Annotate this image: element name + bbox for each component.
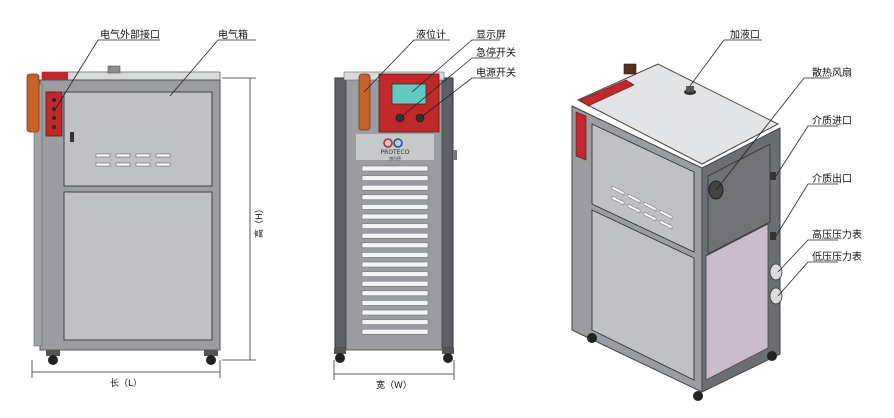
brand-logo-mark xyxy=(383,138,403,148)
iso-casters xyxy=(587,333,777,401)
front-lower-panel xyxy=(63,191,213,341)
front-electrical-box xyxy=(63,91,213,187)
label-fill-port: 加液口 xyxy=(730,28,760,41)
front-vent-slots xyxy=(95,153,171,167)
iso-high-pressure-gauge xyxy=(769,263,783,281)
iso-electrical-port xyxy=(575,111,587,161)
grille-slat xyxy=(361,242,429,249)
dim-label-width: 宽（W） xyxy=(376,379,412,391)
label-medium-outlet: 介质出口 xyxy=(812,172,852,185)
leader-electrical-box xyxy=(169,39,256,97)
grille-slat xyxy=(361,309,429,316)
leader-medium-inlet xyxy=(775,125,838,177)
grille-slat xyxy=(361,175,429,181)
leader-medium-outlet xyxy=(775,183,838,237)
label-electrical-box: 电气箱 xyxy=(218,28,248,41)
leader-high-pressure xyxy=(777,239,838,273)
iso-lower-panel xyxy=(591,209,695,381)
iso-electrical-box xyxy=(591,123,695,253)
iso-low-pressure-gauge xyxy=(769,287,783,305)
grille-slat xyxy=(361,261,429,268)
side-logo-area xyxy=(356,134,434,160)
iso-lavender-panel xyxy=(705,223,769,381)
brand-logo-subtext: 博尔德 xyxy=(389,155,401,161)
iso-fill-port-neck xyxy=(686,86,694,92)
grille-slat xyxy=(361,223,429,229)
dim-label-height: 高（H） xyxy=(253,204,265,238)
iso-top xyxy=(576,63,780,165)
iso-medium-outlet xyxy=(770,232,776,240)
label-medium-inlet: 介质进口 xyxy=(812,115,852,127)
grille-slat xyxy=(361,204,429,210)
leader-emergency-stop xyxy=(399,57,500,119)
side-casters xyxy=(334,348,454,363)
dim-label-length: 长（L） xyxy=(110,377,142,389)
label-power-switch: 电源开关 xyxy=(476,66,516,79)
front-port-hole-3 xyxy=(52,116,56,120)
leader-low-pressure xyxy=(777,261,838,297)
grille-slat xyxy=(361,319,429,325)
side-vent-grille xyxy=(361,165,429,335)
label-low-pressure-gauge: 低压压力表 xyxy=(812,250,862,263)
front-box-handle xyxy=(70,132,74,142)
label-level-gauge: 液位计 xyxy=(416,28,446,41)
leader-power-switch xyxy=(419,77,500,119)
label-emergency-stop: 急停开关 xyxy=(476,46,516,59)
iso-medium-inlet xyxy=(770,172,776,180)
grille-slat xyxy=(361,328,429,335)
iso-vent-slots xyxy=(611,185,673,230)
front-port-hole-1 xyxy=(52,98,56,102)
grille-slat xyxy=(361,280,429,287)
leader-fill-port xyxy=(689,39,762,87)
side-knob xyxy=(453,150,457,160)
grille-slat xyxy=(361,165,429,172)
leader-cooling-fan xyxy=(715,77,830,191)
grille-slat xyxy=(361,184,429,191)
leader-electrical-port xyxy=(55,39,160,109)
front-fill-cap xyxy=(107,65,121,74)
grille-slat xyxy=(361,213,429,220)
iso-top-red-strip xyxy=(579,79,635,107)
grille-slat xyxy=(361,271,429,277)
grille-slat xyxy=(361,194,429,201)
label-cooling-fan: 散热风扇 xyxy=(812,66,852,79)
grille-slat xyxy=(361,232,429,239)
iso-top-knob xyxy=(623,63,637,75)
front-casters xyxy=(46,350,218,365)
front-port-hole-4 xyxy=(52,125,56,129)
front-orange-gauge xyxy=(26,73,40,133)
label-high-pressure-gauge: 高压压力表 xyxy=(812,228,862,241)
side-view: PROTECO 博尔德 xyxy=(333,39,500,380)
grille-slat xyxy=(361,290,429,297)
front-top-red xyxy=(42,72,68,82)
grille-slat xyxy=(361,252,429,258)
front-electrical-port xyxy=(45,91,63,137)
side-level-gauge xyxy=(358,73,371,131)
label-electrical-port: 电气外部接口 xyxy=(100,28,160,41)
front-port-hole-2 xyxy=(52,107,56,111)
leader-level-gauge xyxy=(363,39,450,93)
iso-view xyxy=(571,39,838,401)
front-view xyxy=(26,39,256,378)
label-display: 显示屏 xyxy=(476,29,506,41)
leader-display xyxy=(411,39,500,93)
grille-slat xyxy=(361,300,429,306)
brand-logo-text: PROTECO xyxy=(381,149,410,156)
iso-right-upper-panel xyxy=(707,143,771,255)
side-display-screen xyxy=(391,83,427,105)
